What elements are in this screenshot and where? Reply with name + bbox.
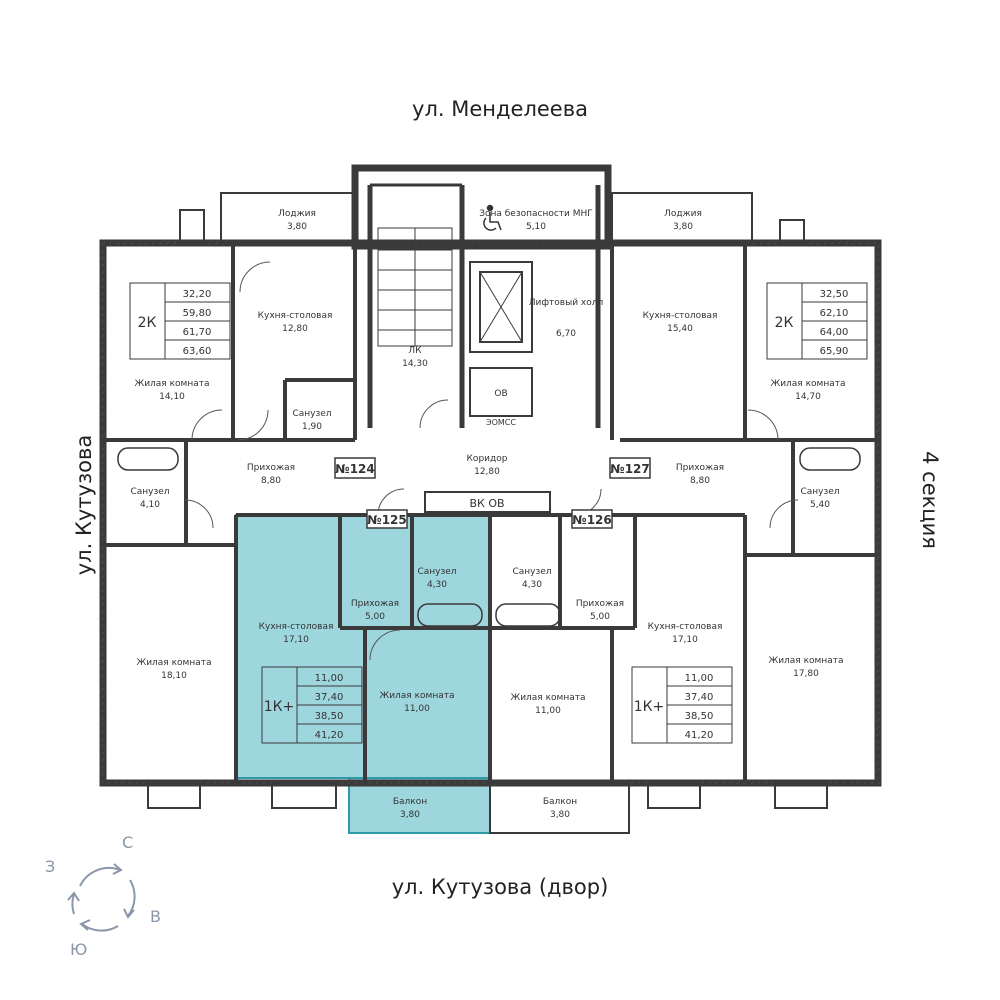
vk-ov-name: ВК ОВ bbox=[469, 497, 504, 510]
a126-balcony-area: 3,80 bbox=[550, 810, 570, 820]
emss-name: ЭОМСС bbox=[486, 418, 516, 427]
apt-badges bbox=[334, 457, 651, 529]
apt-126-area-2: 38,50 bbox=[685, 711, 714, 722]
a126-kitchen-name: Кухня-столовая bbox=[648, 622, 723, 632]
apt-127-type: 2К bbox=[775, 315, 794, 331]
tr-living-name: Жилая комната bbox=[771, 379, 846, 389]
tl-bath-name: Санузел bbox=[130, 487, 169, 497]
compass-icon bbox=[67, 863, 136, 932]
apt-126-area-1: 37,40 bbox=[685, 692, 714, 703]
tr-living2-area: 17,80 bbox=[793, 669, 819, 679]
lift-hall-name: Лифтовый холл bbox=[529, 298, 604, 308]
tr-kitchen-name: Кухня-столовая bbox=[643, 311, 718, 321]
a125-kitchen-name: Кухня-столовая bbox=[259, 622, 334, 632]
tl-kitchen-area: 12,80 bbox=[282, 324, 308, 334]
bathtubs bbox=[117, 447, 861, 627]
apt-124-area-3: 63,60 bbox=[183, 346, 212, 357]
wheelchair-icon bbox=[483, 204, 502, 231]
balconies bbox=[147, 782, 828, 834]
tl-bath-area: 4,10 bbox=[140, 500, 160, 510]
a125-hall-name: Прихожая bbox=[351, 599, 399, 609]
tr-hall-area: 8,80 bbox=[690, 476, 710, 486]
ov-top-name: ОВ bbox=[494, 389, 507, 399]
tl-living-name: Жилая комната bbox=[135, 379, 210, 389]
a125-living-name: Жилая комната bbox=[380, 691, 455, 701]
compass-west: З bbox=[45, 857, 56, 876]
a126-bath-area: 4,30 bbox=[522, 580, 542, 590]
interior-walls bbox=[103, 243, 878, 783]
lift bbox=[424, 261, 551, 513]
tr-kitchen-area: 15,40 bbox=[667, 324, 693, 334]
a125-balcony-area: 3,80 bbox=[400, 810, 420, 820]
room-labels: Лоджия 3,80 Лоджия 3,80 Зона безопасност… bbox=[130, 209, 848, 820]
corridor-area: 12,80 bbox=[474, 467, 500, 477]
apt-127-area-2: 64,00 bbox=[820, 327, 849, 338]
a126-living-area: 11,00 bbox=[535, 706, 561, 716]
a126-balcony-name: Балкон bbox=[543, 797, 577, 807]
tl-bath-small-name: Санузел bbox=[292, 409, 331, 419]
area-boxes bbox=[129, 282, 868, 744]
apt-127-area-1: 62,10 bbox=[820, 308, 849, 319]
apt-125-area-3: 41,20 bbox=[315, 730, 344, 741]
tl-living2-name: Жилая комната bbox=[137, 658, 212, 668]
apt-125-area-0: 11,00 bbox=[315, 673, 344, 684]
compass-north: С bbox=[122, 833, 134, 852]
safety-zone-area: 5,10 bbox=[526, 222, 546, 232]
a125-living-area: 11,00 bbox=[404, 704, 430, 714]
apt-125-number: №125 bbox=[367, 513, 407, 527]
loggia-left-area: 3,80 bbox=[287, 222, 307, 232]
street-label-bottom: ул. Кутузова (двор) bbox=[391, 875, 609, 899]
apt-124-area-1: 59,80 bbox=[183, 308, 212, 319]
tl-kitchen-name: Кухня-столовая bbox=[258, 311, 333, 321]
a125-hall-area: 5,00 bbox=[365, 612, 385, 622]
a125-bath-area: 4,30 bbox=[427, 580, 447, 590]
tl-living2-area: 18,10 bbox=[161, 671, 187, 681]
a125-balcony-name: Балкон bbox=[393, 797, 427, 807]
tr-bath-name: Санузел bbox=[800, 487, 839, 497]
loggia-right-name: Лоджия bbox=[664, 209, 702, 219]
tr-living-area: 14,70 bbox=[795, 392, 821, 402]
safety-zone-name: Зона безопасности МНГ bbox=[479, 209, 593, 219]
tl-hall-area: 8,80 bbox=[261, 476, 281, 486]
apt-127-area-0: 32,50 bbox=[820, 289, 849, 300]
apt-125-type: 1К+ bbox=[264, 699, 295, 715]
apt-124-area-0: 32,20 bbox=[183, 289, 212, 300]
apt-126-area-0: 11,00 bbox=[685, 673, 714, 684]
tr-living2-name: Жилая комната bbox=[769, 656, 844, 666]
tl-bath-small-area: 1,90 bbox=[302, 422, 322, 432]
loggia-left-name: Лоджия bbox=[278, 209, 316, 219]
a126-hall-name: Прихожая bbox=[576, 599, 624, 609]
tr-bath-area: 5,40 bbox=[810, 500, 830, 510]
loggia-right-area: 3,80 bbox=[673, 222, 693, 232]
apt-124-area-2: 61,70 bbox=[183, 327, 212, 338]
apt-126-type: 1К+ bbox=[634, 699, 665, 715]
lift-hall-area: 6,70 bbox=[556, 329, 576, 339]
corridor-name: Коридор bbox=[467, 454, 508, 464]
a126-hall-area: 5,00 bbox=[590, 612, 610, 622]
compass-east: В bbox=[150, 907, 161, 926]
apt-127-area-3: 65,90 bbox=[820, 346, 849, 357]
street-label-top: ул. Менделеева bbox=[412, 97, 588, 121]
apt-124-type: 2К bbox=[138, 315, 157, 331]
apt-126-area-3: 41,20 bbox=[685, 730, 714, 741]
apt-125-area-2: 38,50 bbox=[315, 711, 344, 722]
a125-kitchen-area: 17,10 bbox=[283, 635, 309, 645]
tr-hall-name: Прихожая bbox=[676, 463, 724, 473]
apt-126-number: №126 bbox=[572, 513, 612, 527]
compass-south: Ю bbox=[70, 940, 88, 959]
a126-bath-name: Санузел bbox=[512, 567, 551, 577]
lk-name: ЛК bbox=[408, 346, 422, 356]
a126-living-name: Жилая комната bbox=[511, 693, 586, 703]
apt-127-number: №127 bbox=[610, 462, 650, 476]
stairwell bbox=[377, 227, 453, 347]
loggias bbox=[179, 192, 805, 244]
lk-area: 14,30 bbox=[402, 359, 428, 369]
apt-124-number: №124 bbox=[335, 462, 375, 476]
a125-bath-name: Санузел bbox=[417, 567, 456, 577]
a126-kitchen-area: 17,10 bbox=[672, 635, 698, 645]
apt-125-area-1: 37,40 bbox=[315, 692, 344, 703]
tl-living-area: 14,10 bbox=[159, 392, 185, 402]
tl-hall-name: Прихожая bbox=[247, 463, 295, 473]
